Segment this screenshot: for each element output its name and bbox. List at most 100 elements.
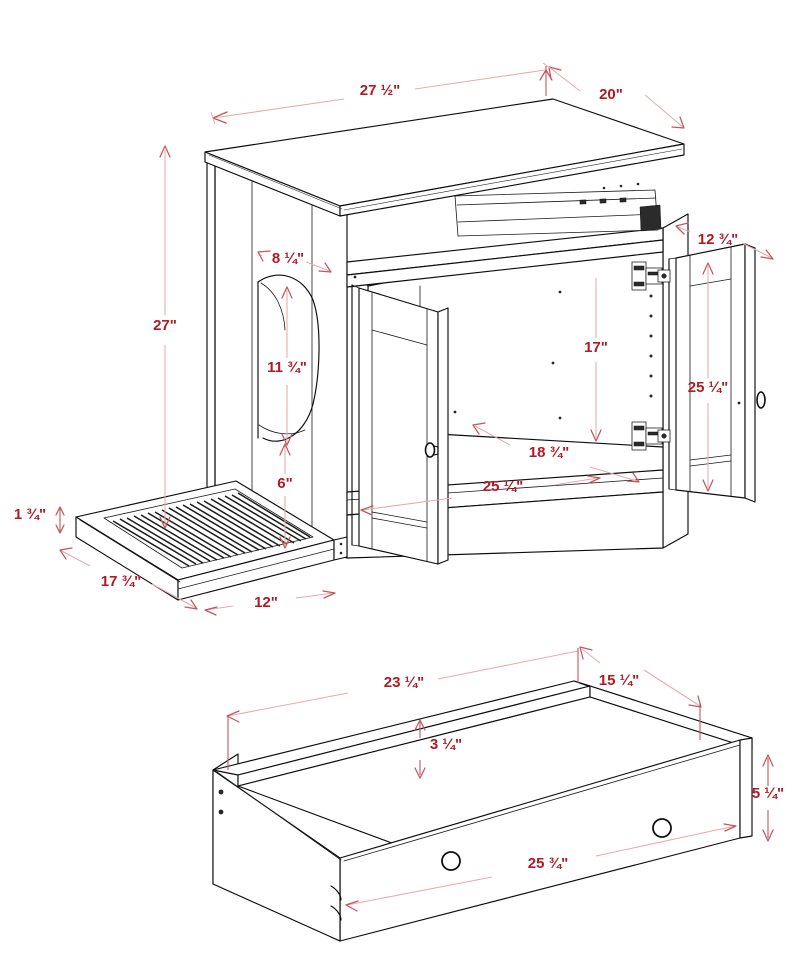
tray-slats — [112, 492, 311, 567]
dim-drawer-inner-depth: 15 ¼" — [579, 646, 702, 740]
cabinet-dimensions: 27 ½" 20" 27" 8 ¼" — [14, 62, 774, 616]
left-door-edge-thickness — [437, 307, 449, 565]
oval-opening-highlight-bottom — [258, 424, 306, 435]
left-side-panel-with-oval-opening — [206, 155, 348, 559]
lower-hinge-slot-a — [633, 425, 645, 431]
dim-label-side-opening-height: 11 ¾" — [267, 359, 307, 376]
dim-label-tray-width: 12" — [254, 594, 278, 611]
drawer-side-slot-b — [330, 905, 342, 921]
drawer-slide-line-b — [457, 213, 658, 223]
dim-label-top-depth: 20" — [599, 86, 623, 103]
dim-interior-width: 25 ¼" — [360, 475, 601, 516]
dim-top-width: 27 ½" — [210, 66, 553, 125]
right-door-rail-bottom-b — [689, 460, 732, 467]
dim-label-drawer-side-height: 3 ¼" — [430, 736, 462, 753]
dim-tray-thickness: 1 ¾" — [14, 506, 65, 534]
upper-hinge-slot-b — [633, 281, 645, 287]
drawer-slide-body — [454, 189, 659, 237]
upper-hinge-pivot — [661, 273, 667, 279]
dim-label-interior-width: 25 ¼" — [483, 478, 523, 495]
right-door-edge-thickness — [744, 243, 756, 503]
dim-label-overall-height: 27" — [153, 317, 177, 334]
slide-detent-a — [579, 199, 587, 205]
right-door-edge-join-bottom — [668, 488, 677, 491]
cabinet-top-right-edge — [339, 143, 685, 217]
drawer-knob-hole-right — [652, 818, 672, 838]
back-pin-a — [558, 290, 562, 294]
dim-label-tray-depth: 17 ¾" — [101, 573, 141, 590]
shelf-pin-3 — [649, 314, 653, 318]
shelf-pin-6 — [649, 374, 653, 378]
right-cabinet-door[interactable] — [668, 243, 766, 503]
right-door-rail-bottom — [689, 454, 732, 461]
left-door-knob[interactable] — [424, 442, 436, 458]
slatted-pull-out-tray[interactable] — [75, 480, 348, 601]
dim-overall-height: 27" — [153, 145, 177, 529]
tray-slide-pin-a — [339, 542, 343, 546]
drawer-slide-rail — [454, 182, 662, 237]
dim-label-side-opening-width: 8 ¼" — [272, 250, 304, 267]
drawer-knob-hole-left — [441, 851, 461, 871]
left-door-knob-stem — [433, 445, 439, 456]
cabinet-top-edge-detail-b — [343, 148, 683, 211]
carcass-pin-c — [636, 182, 640, 186]
shelf-pin-2 — [649, 294, 653, 298]
dim-drawer-front-width: 25 ¾" — [345, 823, 737, 912]
dim-tray-depth: 17 ¾" — [59, 547, 198, 610]
drawer-side-hole-b — [218, 809, 224, 815]
carcass-pin-b — [619, 184, 623, 188]
dim-label-top-width: 27 ½" — [360, 82, 400, 99]
lower-concealed-hinge — [631, 421, 671, 451]
right-door-rail-top — [689, 278, 732, 287]
shelf-pin-7 — [649, 394, 653, 398]
shelf-pin-4 — [649, 334, 653, 338]
left-door-edge-join-bottom — [351, 544, 360, 547]
dim-label-door-offset-depth: 12 ¾" — [698, 231, 738, 248]
dim-top-depth: 20" — [542, 62, 685, 129]
dim-door-offset-depth: 12 ¾" — [675, 222, 774, 260]
left-door-hinge-pin — [353, 275, 357, 279]
dim-side-opening-height: 11 ¾" — [267, 286, 307, 446]
tray-left-seam — [79, 519, 181, 583]
drawer-side-hole-a — [218, 789, 224, 795]
dim-side-opening-offset: 6" — [277, 443, 293, 549]
right-door-knob[interactable] — [756, 391, 766, 409]
left-door-rail-bottom — [371, 511, 428, 523]
dim-label-interior-height: 17" — [584, 339, 608, 356]
back-pin-c — [551, 361, 555, 365]
dim-tray-width: 12" — [204, 590, 336, 616]
dim-interior-depth: 18 ¾" — [472, 422, 640, 483]
drawer-side-slot-a — [330, 885, 342, 901]
upper-hinge-slot-a — [633, 265, 645, 271]
dim-drawer-front-height: 5 ¼" — [752, 754, 784, 842]
drawer-front-panel-right-edge — [739, 737, 753, 839]
dim-label-tray-thickness: 1 ¾" — [14, 506, 46, 523]
dim-label-drawer-front-height: 5 ¼" — [752, 785, 784, 802]
cabinet-top — [204, 98, 685, 217]
left-cabinet-door[interactable] — [351, 275, 449, 565]
drawer-dimensions: 23 ¼" 15 ¼" 3 ¼" 5 ¼" — [226, 646, 784, 912]
slide-detent-b — [599, 198, 607, 204]
dim-drawer-inner-width: 23 ¼" — [226, 648, 579, 770]
dim-drawer-side-height: 3 ¼" — [414, 719, 462, 779]
slide-bracket — [639, 204, 662, 232]
oval-opening-highlight-top — [260, 282, 286, 331]
dim-interior-height: 17" — [584, 278, 608, 442]
oval-opening-outer-curve — [257, 274, 320, 442]
lower-hinge-slot-b — [633, 441, 645, 447]
tray-slide-tail — [333, 536, 348, 561]
cabinet-top-edge-detail-a — [208, 154, 343, 210]
tray-slat-bed — [103, 488, 314, 569]
drawer-box — [212, 680, 753, 942]
dim-label-side-opening-offset: 6" — [277, 475, 292, 492]
drawer-left-face-seam — [216, 771, 342, 861]
left-door-rail-top — [371, 329, 428, 346]
dim-label-drawer-inner-width: 23 ¼" — [384, 674, 424, 691]
upper-front-rail-lower — [346, 239, 664, 288]
cabinet-assembly — [75, 98, 766, 601]
dim-label-door-height: 25 ¼" — [688, 379, 728, 396]
tray-slide-pin-b — [339, 551, 343, 555]
right-door-knob-pin — [737, 401, 741, 405]
